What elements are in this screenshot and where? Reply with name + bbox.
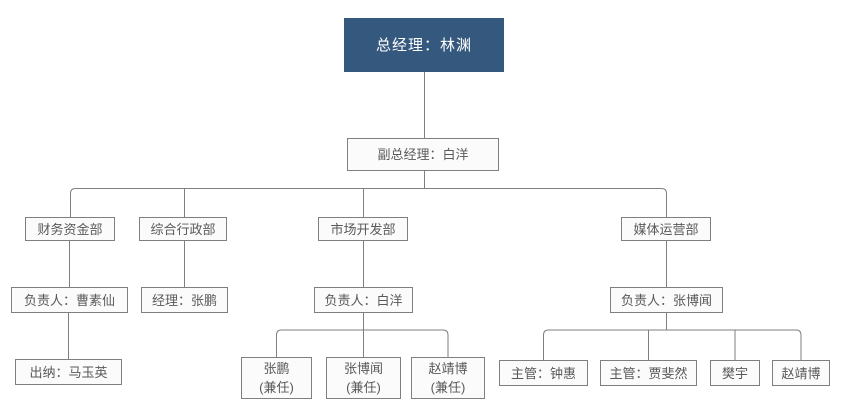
org-node-label: 总经理：林渊 [375,36,472,54]
connector-dept-rail [70,188,667,217]
org-node-dept-finance: 财务资金部 [25,217,115,241]
org-node-media-member-4: 赵靖博 [772,360,830,386]
org-node-finance-lead: 负责人：曹素仙 [11,287,128,313]
org-node-media-lead: 负责人：张博闻 [610,287,723,313]
org-node-label: 张博闻 [343,361,383,376]
org-node-sublabel: (兼任) [259,380,294,395]
org-node-sublabel: (兼任) [346,380,381,395]
org-node-market-member-1: 张鹏 (兼任) [241,357,312,399]
org-node-label: 经理：张鹏 [151,292,217,308]
org-node-label: 张鹏 [263,361,290,376]
org-node-market-lead: 负责人：白洋 [314,287,413,313]
org-node-media-member-1: 主管：钟惠 [499,360,588,386]
org-node-label: 财务资金部 [37,221,103,237]
org-node-market-member-2: 张博闻 (兼任) [326,357,401,399]
org-node-label: 市场开发部 [330,221,396,237]
org-node-dept-media: 媒体运营部 [621,217,711,241]
org-node-market-member-3: 赵靖博 (兼任) [411,357,485,399]
org-node-label: 赵靖博 [428,361,468,376]
org-node-label: 负责人：张博闻 [620,292,712,308]
org-node-finance-cashier: 出纳：马玉英 [15,359,122,385]
org-node-label: 樊宇 [721,365,748,381]
org-node-label: 主管：钟惠 [510,365,576,381]
org-node-label: 赵靖博 [781,365,821,381]
org-node-media-member-2: 主管：贾斐然 [600,360,697,386]
org-node-label: 媒体运营部 [633,221,699,237]
org-node-dept-market: 市场开发部 [318,217,408,241]
org-node-label: 主管：贾斐然 [609,365,688,381]
org-node-general-manager: 总经理：林渊 [344,18,504,72]
connector-media-rail [543,329,802,360]
org-node-admin-manager: 经理：张鹏 [141,287,228,313]
org-node-media-member-3: 樊宇 [710,360,760,386]
org-node-label: 负责人：曹素仙 [23,292,115,308]
org-node-deputy-general-manager: 副总经理：白洋 [347,138,499,171]
org-node-dept-admin: 综合行政部 [139,217,227,241]
org-node-label: 综合行政部 [150,221,216,237]
org-node-label: 副总经理：白洋 [377,147,469,162]
connector-market-rail [276,329,449,357]
org-node-label: 负责人：白洋 [324,292,403,308]
org-node-sublabel: (兼任) [430,380,466,395]
org-node-label: 出纳：马玉英 [29,364,108,380]
